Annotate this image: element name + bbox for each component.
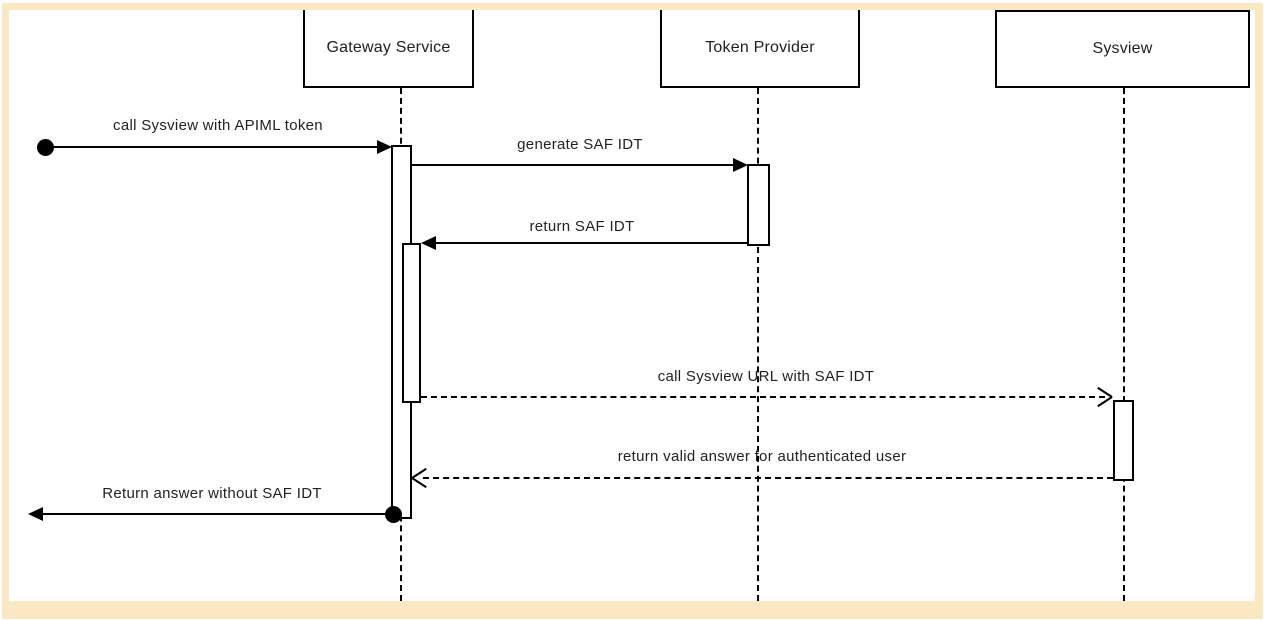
activation-bar-token-provider (747, 164, 770, 246)
message-label: generate SAF IDT (517, 136, 643, 153)
filled-arrowhead-left (421, 236, 436, 250)
found-message-dot (37, 139, 54, 156)
message-line (31, 513, 393, 515)
filled-arrowhead-right (377, 140, 392, 154)
filled-arrowhead-right (733, 158, 748, 172)
message-label: Return answer without SAF IDT (102, 485, 322, 502)
lifeline-sysview (1123, 88, 1125, 601)
message-label: call Sysview URL with SAF IDT (657, 368, 875, 385)
message-label: call Sysview with APIML token (113, 117, 323, 134)
lifeline-token-provider (757, 88, 759, 601)
diagram-frame-border (2, 3, 1263, 619)
message-line (412, 164, 736, 166)
filled-arrowhead-left (28, 507, 43, 521)
activation-bar-sysview (1113, 400, 1134, 481)
message-label: return valid answer for authenticated us… (617, 448, 907, 465)
message-line (433, 242, 747, 244)
participant-label-token-provider: Token Provider (705, 39, 815, 56)
activation-bar-gateway-nested (402, 243, 421, 403)
message-line (46, 146, 380, 148)
participant-label-sysview: Sysview (1092, 40, 1153, 57)
participant-box-gateway-service: Gateway Service (303, 8, 474, 88)
message-label: return SAF IDT (529, 218, 635, 235)
participant-label-gateway-service: Gateway Service (326, 39, 451, 56)
message-line (421, 396, 1105, 398)
lost-message-dot (385, 506, 402, 523)
participant-box-sysview: Sysview (995, 10, 1250, 88)
participant-box-token-provider: Token Provider (660, 8, 860, 88)
message-line (423, 477, 1113, 479)
